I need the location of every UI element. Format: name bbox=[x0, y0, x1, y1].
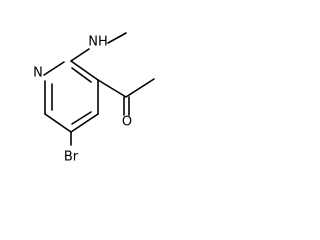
bond-ring-c4-c5 bbox=[70, 113, 99, 133]
atom-label-amine: NH bbox=[88, 35, 108, 50]
bond-double-c4-c5-inner bbox=[71, 111, 92, 125]
atom-label-ring-nitrogen: N bbox=[33, 66, 43, 81]
atom-label-bromine: Br bbox=[64, 150, 79, 165]
structure-canvas: N NH O Br bbox=[0, 0, 162, 184]
chemical-structure: N NH O Br bbox=[33, 32, 155, 165]
atom-label-oxygen: O bbox=[122, 115, 132, 130]
bond-c3-carbonyl bbox=[97, 79, 127, 98]
bond-nh-methyl bbox=[107, 32, 127, 44]
bond-ring-c2-c3 bbox=[70, 60, 99, 81]
bond-ring-c5-c6 bbox=[44, 113, 72, 133]
bond-carbonyl-methyl bbox=[125, 78, 155, 98]
bond-ring-n-c2 bbox=[43, 61, 65, 76]
bond-double-c2-c3-inner bbox=[71, 67, 92, 83]
bond-c2-nh bbox=[70, 48, 90, 62]
